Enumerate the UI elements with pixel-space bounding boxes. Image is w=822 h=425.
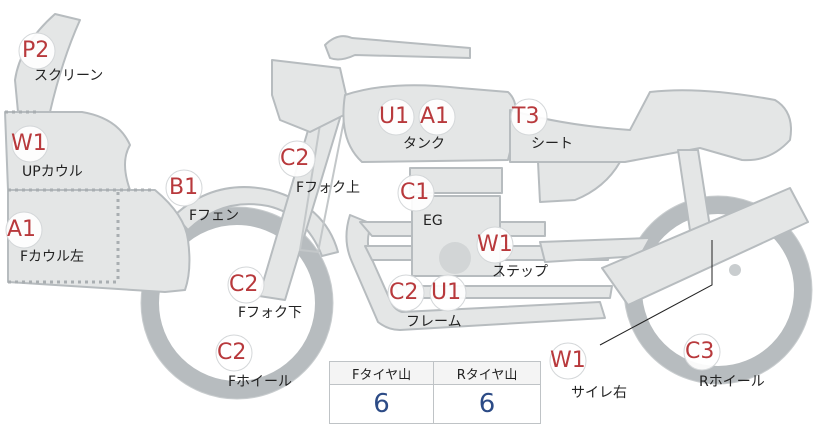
lower-cowl-shape bbox=[7, 189, 191, 293]
front-tire-header: Fタイヤ山 bbox=[328, 361, 435, 385]
seat-shape bbox=[509, 89, 792, 163]
step-code: W1 bbox=[477, 232, 513, 257]
screen-label: スクリーン bbox=[34, 68, 104, 84]
tank-code-2: A1 bbox=[420, 104, 450, 129]
frame-code-1: C2 bbox=[389, 280, 419, 305]
tank-label: タンク bbox=[403, 136, 445, 152]
f-fork-lower-code: C2 bbox=[229, 272, 259, 297]
engine-code: C1 bbox=[400, 180, 430, 205]
tank-code-1: U1 bbox=[379, 104, 410, 129]
engine-label: EG bbox=[423, 213, 443, 229]
r-wheel-label: Rホイール bbox=[699, 374, 765, 390]
silencer-shape bbox=[601, 187, 809, 306]
silencer-right-code: W1 bbox=[550, 348, 586, 373]
f-fender-label: Fフェン bbox=[189, 208, 240, 224]
step-label: ステップ bbox=[492, 264, 548, 280]
up-cowl-label: UPカウル bbox=[22, 164, 83, 180]
rear-tire-value: 6 bbox=[433, 384, 541, 424]
f-fork-upper-code: C2 bbox=[280, 146, 310, 171]
f-fender-code: B1 bbox=[169, 175, 199, 200]
rear-tire-header: Rタイヤ山 bbox=[433, 361, 541, 385]
frame-code-2: U1 bbox=[431, 280, 462, 305]
silencer-right-label: サイレ右 bbox=[571, 385, 627, 401]
f-fork-upper-label: Fフォク上 bbox=[296, 180, 361, 196]
seat-label: シート bbox=[531, 136, 573, 152]
screen-code: P2 bbox=[22, 38, 50, 63]
frame-label: フレーム bbox=[406, 314, 462, 330]
front-tire-value: 6 bbox=[328, 384, 435, 424]
up-cowl-code: W1 bbox=[11, 131, 47, 156]
seat-code: T3 bbox=[512, 104, 540, 129]
f-wheel-label: Fホイール bbox=[228, 374, 293, 390]
f-wheel-code: C2 bbox=[217, 340, 247, 365]
r-wheel-code: C3 bbox=[685, 339, 715, 364]
tire-tread-table: Fタイヤ山 Rタイヤ山 6 6 bbox=[328, 361, 541, 424]
front-wheel-shape bbox=[141, 207, 333, 399]
f-cowl-left-code: A1 bbox=[7, 217, 37, 242]
f-cowl-left-label: Fカウル左 bbox=[20, 249, 85, 265]
f-fork-lower-label: Fフォク下 bbox=[238, 305, 303, 321]
